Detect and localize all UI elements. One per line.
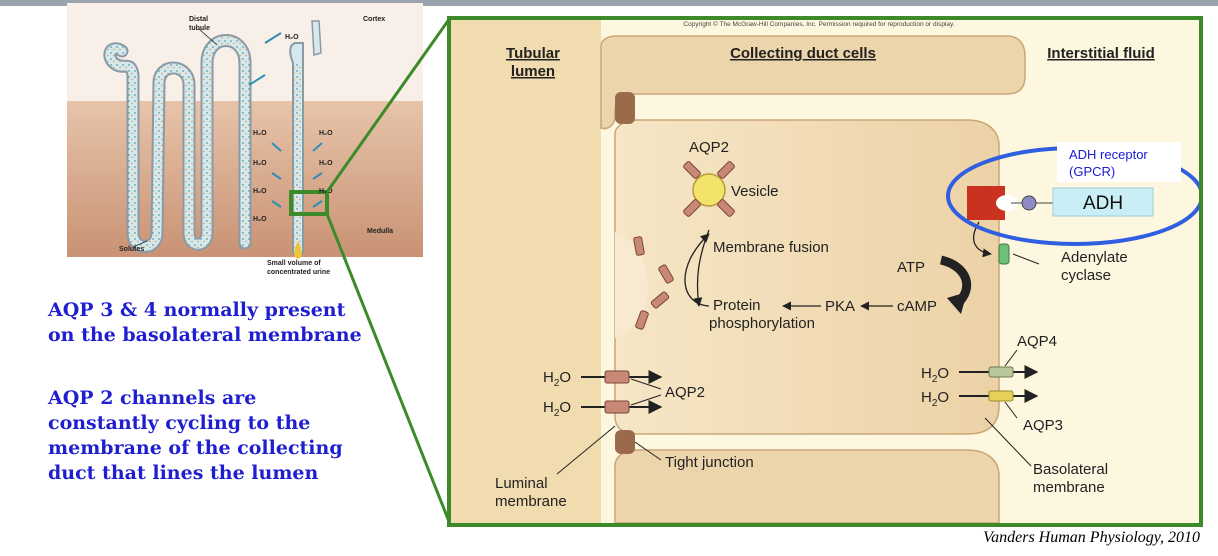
upper-cell (600, 35, 1026, 130)
zoom-frame (447, 16, 1203, 527)
aqp2-channel (604, 400, 630, 414)
basolateral-label: Basolateral (1033, 461, 1108, 478)
nephron-inset: Distal tubule Cortex Medulla Solutes Sma… (67, 3, 423, 287)
zoom-highlight-box (289, 190, 329, 216)
apical-water-flow: H2O H2O (543, 369, 663, 419)
aqp2-channel (604, 370, 630, 384)
h2o-apical-2: H2O (543, 399, 571, 419)
aqp2-lower-label: AQP2 (665, 384, 705, 401)
protein-label: Protein (713, 297, 761, 314)
top-rule (0, 0, 1218, 6)
luminal-label: Luminal (495, 475, 548, 492)
adh-label: ADH (1083, 193, 1123, 214)
aqp34-note-line: on the basolateral membrane (48, 324, 362, 346)
tight-junction-lower (615, 430, 635, 454)
luminal-membrane-label: membrane (495, 493, 567, 510)
pka-label: PKA (825, 298, 855, 315)
aqp2-note: AQP 2 channels are constantly cycling to… (48, 386, 343, 486)
aqp3-label: AQP3 (1023, 417, 1063, 434)
h2o-label-1: H₂O (285, 34, 299, 41)
h2o-label-8: H₂O (319, 188, 333, 195)
lower-cell (614, 449, 1000, 524)
vesicle (683, 161, 735, 217)
aqp2-membrane-channels (633, 236, 674, 330)
medulla-label: Medulla (367, 228, 393, 235)
phosphorylation-label: phosphorylation (709, 315, 815, 332)
h2o-label-7: H₂O (319, 160, 333, 167)
adh-receptor-label: ADH receptor (1069, 147, 1148, 162)
gpcr-label: (GPCR) (1069, 164, 1115, 179)
aqp2-note-line: membrane of the collecting (48, 437, 343, 459)
collecting-duct-cells-header: Collecting duct cells (730, 45, 876, 62)
h2o-label-4: H₂O (253, 188, 267, 195)
h2o-label-6: H₂O (319, 130, 333, 137)
aqp2-note-line: constantly cycling to the (48, 412, 311, 434)
h2o-basolateral-1: H2O (921, 365, 949, 385)
h2o-label-3: H₂O (253, 160, 267, 167)
basolateral-water-flow: H2O H2O (921, 349, 1039, 419)
camp-label: cAMP (897, 298, 937, 315)
membrane-fusion-label: Membrane fusion (713, 239, 829, 256)
h2o-label-2: H₂O (253, 130, 267, 137)
adh-label-box (1052, 187, 1154, 217)
aqp34-note: AQP 3 & 4 normally present on the basola… (48, 298, 362, 348)
urine-droplet (294, 241, 302, 259)
aqp2-note-line: duct that lines the lumen (48, 462, 319, 484)
tubular-lumen-region (451, 20, 601, 523)
distal-tubule-label-2: tubule (189, 25, 210, 32)
tubular-lumen-header: Tubular (506, 45, 560, 62)
interstitial-fluid-header: Interstitial fluid (1047, 45, 1155, 62)
aqp4-label: AQP4 (1017, 333, 1057, 350)
nephron-illustration: Distal tubule Cortex Medulla Solutes Sma… (67, 3, 423, 287)
cortex-label: Cortex (363, 16, 385, 23)
aqp34-note-line: AQP 3 & 4 normally present (48, 299, 346, 321)
copyright-notice: Copyright © The McGraw-Hill Companies, I… (683, 20, 954, 28)
aqp4-channel (988, 366, 1014, 378)
adenylate-cyclase (998, 243, 1010, 265)
vesicle-label: Vesicle (731, 183, 779, 200)
cyclase-label: cyclase (1061, 267, 1111, 284)
distal-tubule-label: Distal (189, 16, 208, 23)
tight-junction-label: Tight junction (665, 454, 754, 471)
concentrated-urine-label: concentrated urine (267, 269, 330, 276)
tight-junction-upper (615, 92, 635, 124)
adh-molecule (1021, 195, 1037, 211)
small-volume-label: Small volume of (267, 260, 321, 267)
aqp2-note-line: AQP 2 channels are (48, 387, 257, 409)
basolateral-membrane-label: membrane (1033, 479, 1105, 496)
h2o-basolateral-2: H2O (921, 389, 949, 409)
h2o-label-5: H₂O (253, 216, 267, 223)
tubular-lumen-header-2: lumen (511, 63, 555, 80)
h2o-apical-1: H2O (543, 369, 571, 389)
collecting-duct-diagram: Copyright © The McGraw-Hill Companies, I… (447, 16, 1203, 527)
source-credit: Vanders Human Physiology, 2010 (983, 529, 1200, 546)
solutes-label: Solutes (119, 246, 144, 253)
atp-label: ATP (897, 259, 925, 276)
aqp2-vesicle-label: AQP2 (689, 139, 729, 156)
adenylate-label: Adenylate (1061, 249, 1128, 266)
aqp3-channel (988, 390, 1014, 402)
